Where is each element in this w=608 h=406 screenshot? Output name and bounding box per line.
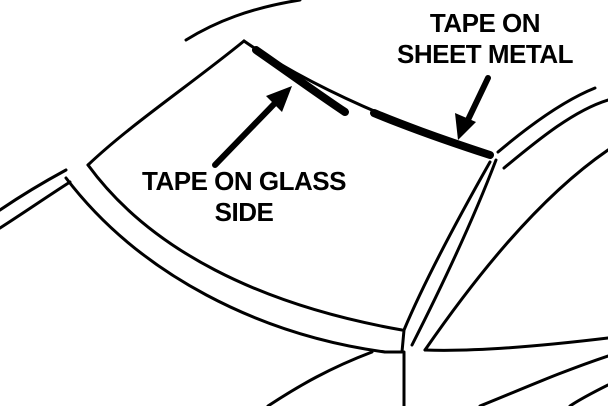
arrow-sheet-metal <box>455 75 491 140</box>
hood-left-line-1 <box>0 168 68 212</box>
label-sheet-metal-line1: TAPE ON <box>429 8 541 38</box>
hood-bottom-line <box>266 350 374 406</box>
label-glass-side-line1: TAPE ON GLASS <box>142 166 346 196</box>
a-pillar-outer-1 <box>410 158 498 347</box>
a-pillar-outer-3 <box>502 98 608 170</box>
label-tape-on-glass-side: TAPE ON GLASS SIDE <box>128 166 360 228</box>
a-pillar-outer-2 <box>496 86 597 154</box>
cowl-corner <box>383 328 406 354</box>
side-window-bottom <box>423 336 608 352</box>
body-line-2 <box>478 354 608 406</box>
label-glass-side-line2: SIDE <box>214 197 274 227</box>
label-tape-on-sheet-metal: TAPE ON SHEET METAL <box>380 8 590 70</box>
windshield-lower-edge-outer <box>64 176 387 354</box>
roof-outline <box>184 0 302 42</box>
tape-sheet-metal <box>370 109 494 159</box>
side-window <box>423 148 608 352</box>
windshield-lower-edge-inner <box>86 163 404 332</box>
a-pillar-inner <box>402 160 492 332</box>
label-sheet-metal-line2: SHEET METAL <box>396 39 574 69</box>
tape-glass-side <box>252 46 349 116</box>
body-line-3 <box>568 383 608 406</box>
arrow-glass-side <box>212 86 292 168</box>
hood-left-line-2 <box>0 180 72 230</box>
windshield-left-edge <box>86 39 246 167</box>
